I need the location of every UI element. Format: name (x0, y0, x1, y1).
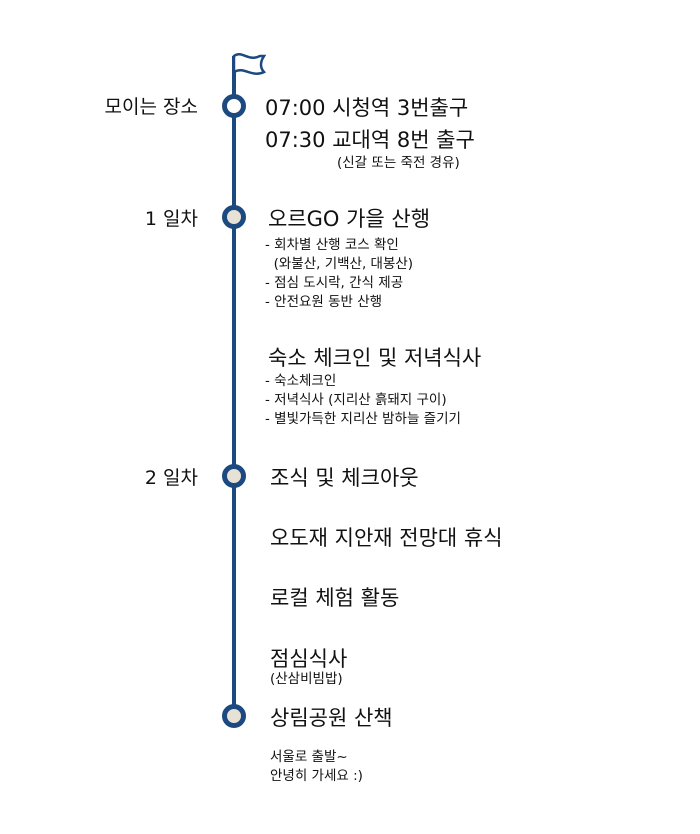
day1-details: - 회차별 산행 코스 확인 (와불산, 기백산, 대봉산) - 점심 도시락, … (265, 236, 413, 312)
farewell: 서울로 출발~ 안녕히 가세요 :) (270, 748, 363, 786)
day2-item: 조식 및 체크아웃 (270, 466, 419, 490)
meeting-time-2: 07:30 교대역 8번 출구 (265, 128, 475, 152)
day1-label: 1 일차 (144, 208, 198, 230)
day2-item: 점심식사 (270, 647, 348, 671)
meeting-time-1: 07:00 시청역 3번출구 (265, 96, 469, 120)
detail: - 회차별 산행 코스 확인 (265, 237, 399, 253)
farewell-line: 안녕히 가세요 :) (270, 768, 363, 784)
day1-title: 오르GO 가을 산행 (268, 207, 431, 231)
farewell-line: 서울로 출발~ (270, 749, 348, 765)
lunch-note: (산삼비빔밥) (270, 671, 343, 687)
detail: - 저녁식사 (지리산 흙돼지 구이) (265, 392, 447, 408)
day2-label: 2 일차 (144, 467, 198, 489)
detail: (와불산, 기백산, 대봉산) (265, 256, 414, 272)
day2-item: 오도재 지안재 전망대 휴식 (270, 526, 503, 550)
day1-details2: - 숙소체크인 - 저녁식사 (지리산 흙돼지 구이) - 별빛가득한 지리산 밤하… (265, 372, 461, 429)
detail: - 숙소체크인 (265, 373, 337, 389)
meeting-label: 모이는 장소 (104, 96, 198, 118)
detail: - 점심 도시락, 간식 제공 (265, 275, 404, 291)
flag-icon (232, 53, 267, 80)
day1-title2: 숙소 체크인 및 저녁식사 (268, 346, 482, 370)
timeline-line (232, 56, 236, 716)
timeline-dot-day2 (222, 464, 246, 488)
detail: - 안전요원 동반 산행 (265, 294, 383, 310)
timeline-dot-meeting (222, 94, 246, 118)
detail: - 별빛가득한 지리산 밤하늘 즐기기 (265, 411, 461, 427)
timeline-dot-end (222, 704, 246, 728)
meeting-note: (신갈 또는 죽전 경유) (337, 155, 460, 171)
day2-item: 로컬 체험 활동 (270, 586, 400, 610)
end-title: 상림공원 산책 (270, 706, 393, 730)
timeline-dot-day1 (222, 205, 246, 229)
